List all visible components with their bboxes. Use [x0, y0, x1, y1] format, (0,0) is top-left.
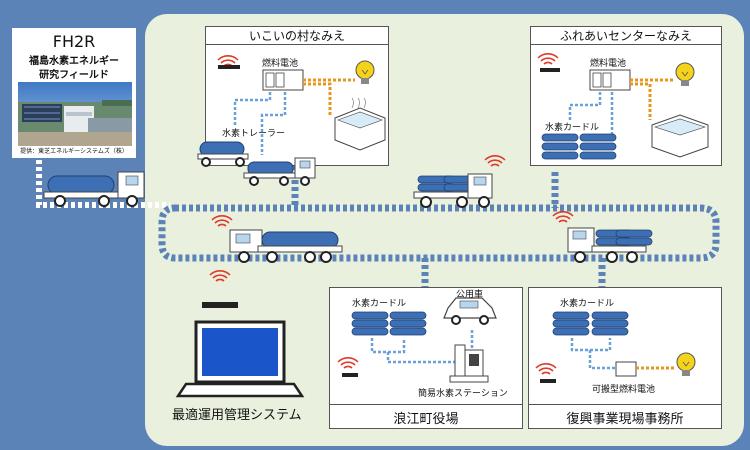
site-title-ikoi: いこいの村なみえ	[248, 29, 345, 43]
trailer-truck-route	[211, 214, 343, 263]
light-bulb-icon	[675, 62, 695, 87]
cylinder-truck-route	[552, 210, 653, 263]
signal-icon	[552, 210, 574, 223]
fukko-portable-fc-label: 可搬型燃料電池	[592, 385, 656, 395]
fukko-internals	[535, 311, 696, 383]
trailer-truck-fh2r	[43, 171, 145, 207]
signal-icon	[537, 52, 559, 65]
signal-icon	[484, 154, 506, 167]
site-title-namie-town: 浪江町役場	[393, 412, 459, 427]
namie-town-car-label: 公用車	[456, 290, 484, 300]
cylinder-icon	[552, 311, 590, 320]
ikoi-fuel-cell-label: 燃料電池	[262, 59, 299, 69]
signal-icon	[209, 269, 231, 282]
fh2r-code: FH2R	[52, 32, 96, 51]
fh2r-name-line1: 福島水素エネルギー	[29, 56, 119, 67]
vehicle-route	[158, 204, 720, 262]
fureai-curdle-label: 水素カードル	[545, 123, 600, 133]
cylinder-truck-top	[413, 154, 506, 208]
management-system-label: 最適運用管理システム	[172, 408, 302, 423]
ikoi-trailer-label: 水素トレーラー	[222, 129, 286, 139]
namie-town-internals	[337, 297, 497, 383]
ikoi-internals	[217, 54, 386, 155]
fh2r-name-line2: 研究フィールド	[39, 70, 109, 81]
namie-town-station-label: 簡易水素ステーション	[418, 389, 508, 399]
signal-icon	[217, 54, 239, 67]
management-system	[175, 269, 305, 398]
site-title-fureai: ふれあいセンターなみえ	[559, 29, 692, 43]
signal-icon	[535, 362, 557, 375]
fureai-fuel-cell-label: 燃料電池	[590, 59, 627, 69]
site-title-fukko: 復興事業現場事務所	[566, 412, 684, 427]
site-title-bar-fureai	[530, 26, 722, 45]
signal-icon	[337, 356, 359, 369]
fureai-internals	[537, 52, 709, 160]
signal-icon	[211, 214, 233, 227]
cylinder-icon	[541, 133, 579, 142]
site-title-bar-namie-town	[329, 404, 523, 429]
light-bulb-icon	[355, 60, 375, 85]
fh2r-photo-credit: 提供：東芝エネルギーシステムズ（株）	[20, 148, 128, 155]
cylinder-icon	[351, 311, 389, 320]
site-title-bar-ikoi	[205, 26, 389, 45]
site-title-bar-fukko	[528, 404, 722, 429]
light-bulb-icon	[676, 352, 696, 377]
trailer-truck-ikoi	[197, 141, 316, 186]
namie-town-curdle-label: 水素カードル	[352, 299, 407, 309]
fh2r-photo	[18, 82, 132, 146]
fukko-curdle-label: 水素カードル	[560, 299, 615, 309]
